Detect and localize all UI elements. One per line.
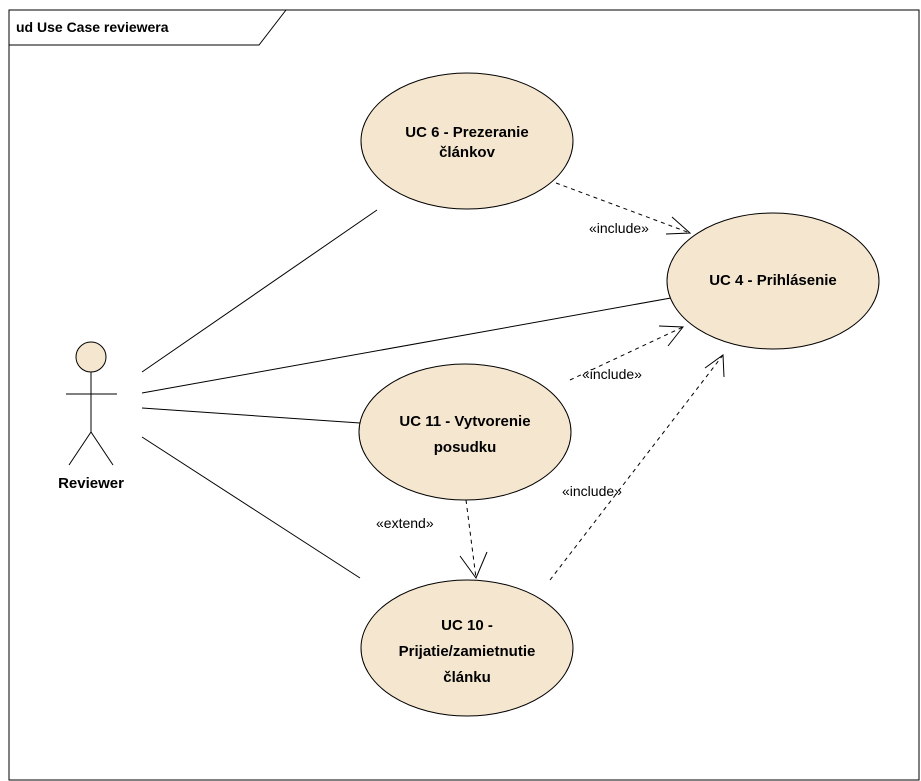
uc6-include-label: «include» <box>589 220 649 236</box>
frame-title: ud Use Case reviewera <box>16 19 169 35</box>
extend-label: «extend» <box>376 515 434 531</box>
association-uc4 <box>141 295 683 394</box>
actor-head <box>75 341 107 373</box>
uc10-include-label: «include» <box>562 483 622 499</box>
extend-line <box>465 499 477 579</box>
use-case-uc6[interactable]: UC 6 - Prezeranie článkov <box>360 72 574 210</box>
include-line-uc11 <box>569 326 684 381</box>
uc11-label-line1: UC 11 - Vytvorenie <box>399 413 530 430</box>
arrowhead-extend <box>459 551 488 580</box>
association-uc11 <box>141 407 361 424</box>
uc11-label-line2: posudku <box>434 439 497 456</box>
uc6-ellipse[interactable] <box>360 72 574 210</box>
arrowhead-uc6-include <box>665 216 692 235</box>
uc11-ellipse[interactable] <box>358 363 572 501</box>
uc6-label-line1: UC 6 - Prezeranie <box>405 124 528 141</box>
dependencies <box>465 182 724 581</box>
use-case-uc10[interactable]: UC 10 - Prijatie/zamietnutie článku <box>360 579 574 717</box>
uc4-ellipse[interactable] <box>666 212 880 350</box>
actor-leg-left <box>68 431 92 466</box>
association-uc6 <box>141 209 378 373</box>
arrowhead-uc11-include <box>658 325 684 347</box>
diagram-frame <box>8 9 920 781</box>
uc11-include-label: «include» <box>582 366 642 382</box>
actor-leg-right <box>90 431 114 466</box>
arrowheads <box>459 216 725 580</box>
actor-reviewer[interactable] <box>66 341 117 466</box>
uc6-label-line2: článkov <box>439 144 496 161</box>
arrowhead-uc10-include <box>704 354 725 378</box>
uc10-label-line3: článku <box>443 669 491 686</box>
uc10-label-line1: UC 10 - <box>441 617 493 634</box>
use-case-uc11[interactable]: UC 11 - Vytvorenie posudku <box>358 363 572 501</box>
association-uc10 <box>141 436 361 579</box>
use-case-uc4[interactable]: UC 4 - Prihlásenie <box>666 212 880 350</box>
actor-name: Reviewer <box>58 475 124 492</box>
uc4-label-line1: UC 4 - Prihlásenie <box>709 272 837 289</box>
include-line-uc10 <box>549 354 724 581</box>
associations <box>141 209 683 579</box>
uc10-label-line2: Prijatie/zamietnutie <box>399 643 536 660</box>
frame-title-tab <box>9 9 287 46</box>
uc10-ellipse[interactable] <box>360 579 574 717</box>
